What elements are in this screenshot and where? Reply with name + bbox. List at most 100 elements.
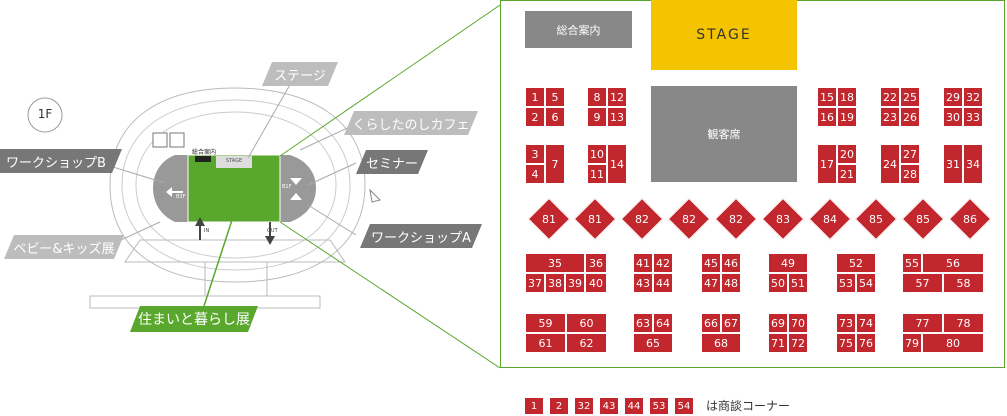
booth-45[interactable]: 45 [701, 253, 721, 273]
booth-5[interactable]: 5 [545, 87, 565, 107]
booth-35[interactable]: 35 [525, 253, 585, 273]
booth-79[interactable]: 79 [902, 333, 922, 353]
diamond-booth-label: 83 [776, 212, 790, 226]
booth-58[interactable]: 58 [943, 273, 984, 293]
booth-44[interactable]: 44 [653, 273, 673, 293]
booth-76[interactable]: 76 [856, 333, 876, 353]
booth-62[interactable]: 62 [566, 333, 607, 353]
booth-14[interactable]: 14 [607, 144, 627, 184]
booth-2[interactable]: 2 [525, 107, 545, 127]
callout-baby-kids[interactable]: ベビー&キッズ展 [4, 235, 124, 259]
booth-55[interactable]: 55 [902, 253, 922, 273]
booth-56[interactable]: 56 [922, 253, 984, 273]
booth-27[interactable]: 27 [900, 144, 920, 164]
callout-seminar[interactable]: セミナー [356, 150, 428, 174]
booth-80[interactable]: 80 [922, 333, 984, 353]
booth-68[interactable]: 68 [701, 333, 741, 353]
booth-11[interactable]: 11 [587, 164, 607, 184]
booth-13[interactable]: 13 [607, 107, 627, 127]
booth-73[interactable]: 73 [836, 313, 856, 333]
diamond-booth-label: 86 [963, 212, 977, 226]
booth-30[interactable]: 30 [943, 107, 963, 127]
booth-28[interactable]: 28 [900, 164, 920, 184]
callout-cafe[interactable]: くらしたのしカフェ [344, 111, 478, 135]
legend-booth-chip: 54 [675, 398, 693, 414]
booth-41[interactable]: 41 [633, 253, 653, 273]
booth-47[interactable]: 47 [701, 273, 721, 293]
callout-housing[interactable]: 住まいと暮らし展 [130, 306, 258, 332]
booth-4[interactable]: 4 [525, 164, 545, 184]
booth-3[interactable]: 3 [525, 144, 545, 164]
booth-70[interactable]: 70 [788, 313, 808, 333]
booth-17[interactable]: 17 [817, 144, 837, 184]
booth-75[interactable]: 75 [836, 333, 856, 353]
booth-26[interactable]: 26 [900, 107, 920, 127]
booth-48[interactable]: 48 [721, 273, 741, 293]
booth-32[interactable]: 32 [963, 87, 983, 107]
booth-51[interactable]: 51 [788, 273, 808, 293]
booth-24[interactable]: 24 [880, 144, 900, 184]
booth-33[interactable]: 33 [963, 107, 983, 127]
overview-info-label: 総合案内 [192, 149, 217, 156]
booth-59[interactable]: 59 [525, 313, 566, 333]
booth-40[interactable]: 40 [585, 273, 607, 293]
booth-15[interactable]: 15 [817, 87, 837, 107]
booth-66[interactable]: 66 [701, 313, 721, 333]
booth-52[interactable]: 52 [836, 253, 876, 273]
booth-20[interactable]: 20 [837, 144, 857, 164]
stadium-seating-bottom [124, 239, 346, 263]
booth-43[interactable]: 43 [633, 273, 653, 293]
booth-74[interactable]: 74 [856, 313, 876, 333]
booth-67[interactable]: 67 [721, 313, 741, 333]
diamond-booth-label: 82 [635, 212, 649, 226]
booth-7[interactable]: 7 [545, 144, 565, 184]
booth-54[interactable]: 54 [856, 273, 876, 293]
info-desk[interactable]: 総合案内 [525, 11, 632, 48]
booth-50[interactable]: 50 [768, 273, 788, 293]
booth-63[interactable]: 63 [633, 313, 653, 333]
booth-31[interactable]: 31 [943, 144, 963, 184]
callout-workshop-a[interactable]: ワークショップA [360, 224, 482, 248]
booth-64[interactable]: 64 [653, 313, 673, 333]
booth-42[interactable]: 42 [653, 253, 673, 273]
callout-stage[interactable]: ステージ [262, 62, 338, 86]
booth-65[interactable]: 65 [633, 333, 673, 353]
booth-21[interactable]: 21 [837, 164, 857, 184]
booth-57[interactable]: 57 [902, 273, 943, 293]
booth-9[interactable]: 9 [587, 107, 607, 127]
booth-60[interactable]: 60 [566, 313, 607, 333]
booth-8[interactable]: 8 [587, 87, 607, 107]
booth-72[interactable]: 72 [788, 333, 808, 353]
booth-36[interactable]: 36 [585, 253, 607, 273]
booth-34[interactable]: 34 [963, 144, 983, 184]
booth-1[interactable]: 1 [525, 87, 545, 107]
booth-16[interactable]: 16 [817, 107, 837, 127]
booth-18[interactable]: 18 [837, 87, 857, 107]
booth-19[interactable]: 19 [837, 107, 857, 127]
booth-23[interactable]: 23 [880, 107, 900, 127]
booth-37[interactable]: 37 [525, 273, 545, 293]
booth-71[interactable]: 71 [768, 333, 788, 353]
booth-49[interactable]: 49 [768, 253, 808, 273]
detail-stage[interactable]: STAGE [651, 0, 797, 70]
restroom-icon [152, 132, 168, 148]
booth-29[interactable]: 29 [943, 87, 963, 107]
stadium-ring-3 [135, 111, 337, 259]
booth-12[interactable]: 12 [607, 87, 627, 107]
booth-38[interactable]: 38 [545, 273, 565, 293]
booth-22[interactable]: 22 [880, 87, 900, 107]
booth-61[interactable]: 61 [525, 333, 566, 353]
booth-25[interactable]: 25 [900, 87, 920, 107]
booth-10[interactable]: 10 [587, 144, 607, 164]
callout-workshop-b[interactable]: ワークショップB [0, 149, 122, 173]
booth-78[interactable]: 78 [943, 313, 984, 333]
booth-39[interactable]: 39 [565, 273, 585, 293]
stadium-ring-2 [121, 99, 351, 271]
legend-booth-chip: 43 [600, 398, 618, 414]
booth-46[interactable]: 46 [721, 253, 741, 273]
booth-53[interactable]: 53 [836, 273, 856, 293]
booth-77[interactable]: 77 [902, 313, 943, 333]
booth-69[interactable]: 69 [768, 313, 788, 333]
legend-booth-chip: 44 [625, 398, 643, 414]
booth-6[interactable]: 6 [545, 107, 565, 127]
